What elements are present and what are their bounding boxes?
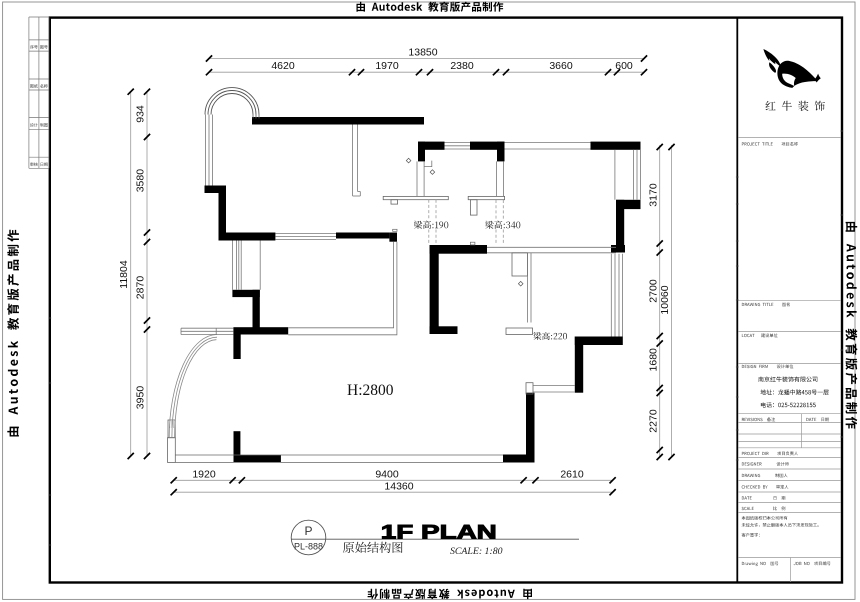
svg-text:10060: 10060 — [659, 285, 671, 314]
svg-text:4620: 4620 — [271, 60, 295, 72]
svg-text:13850: 13850 — [408, 47, 437, 59]
svg-text:3660: 3660 — [549, 60, 573, 72]
svg-text:11804: 11804 — [118, 260, 130, 289]
svg-text:P: P — [304, 524, 312, 538]
svg-text:H:2800: H:2800 — [347, 382, 394, 399]
svg-text:SCALE: 1:80: SCALE: 1:80 — [450, 546, 503, 557]
svg-text:934: 934 — [135, 105, 147, 123]
svg-text:2380: 2380 — [450, 60, 474, 72]
svg-text:1920: 1920 — [192, 469, 216, 481]
svg-text:9400: 9400 — [375, 469, 399, 481]
svg-text:14360: 14360 — [384, 481, 413, 493]
svg-text:2700: 2700 — [647, 279, 659, 303]
svg-text:3580: 3580 — [135, 169, 147, 193]
svg-text:1970: 1970 — [375, 60, 399, 72]
svg-text:1F PLAN: 1F PLAN — [381, 521, 497, 543]
svg-text:2610: 2610 — [560, 469, 584, 481]
svg-text:3170: 3170 — [647, 183, 659, 207]
svg-text:2270: 2270 — [647, 409, 659, 433]
svg-text:2870: 2870 — [135, 276, 147, 300]
svg-text:PL-888: PL-888 — [294, 542, 323, 552]
svg-text:600: 600 — [615, 60, 633, 72]
svg-text:3950: 3950 — [135, 386, 147, 410]
svg-text:1680: 1680 — [647, 348, 659, 372]
